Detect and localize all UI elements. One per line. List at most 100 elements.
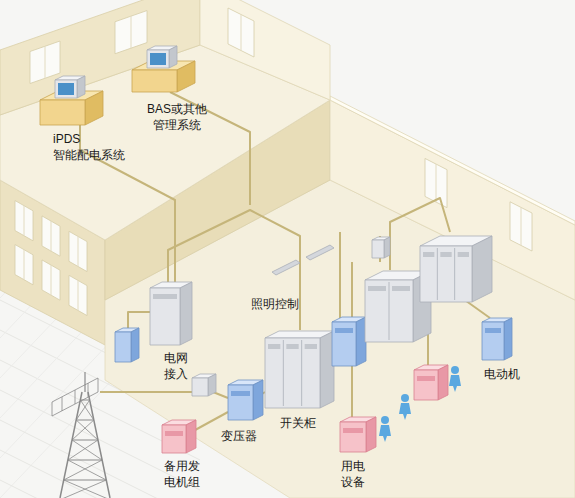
- window-mullion: [24, 250, 25, 280]
- load-side: [366, 417, 376, 452]
- person-body: [399, 403, 411, 420]
- person-body: [379, 425, 391, 442]
- switchgear-panel: [305, 344, 317, 349]
- cabinet-door-line: [437, 248, 438, 300]
- wire: [100, 391, 192, 393]
- ground-grid: [0, 420, 200, 498]
- ground-grid: [0, 450, 200, 498]
- sensor-box-side: [384, 237, 390, 258]
- cabinet-side: [180, 282, 192, 345]
- desk-front: [132, 70, 177, 92]
- meter-front: [192, 378, 208, 396]
- switchgear-door-line: [301, 340, 302, 406]
- tower-leg: [60, 392, 82, 498]
- cabinet-panel: [335, 328, 353, 333]
- person-head: [401, 394, 409, 402]
- desk-side: [85, 91, 103, 125]
- cabinet-front: [150, 288, 180, 345]
- tower-bar: [64, 480, 107, 481]
- generator-front: [162, 425, 186, 453]
- window: [15, 201, 33, 241]
- device-label: 电动机: [483, 366, 521, 382]
- tower-bar: [68, 460, 102, 461]
- wire: [80, 122, 175, 285]
- antenna: [75, 390, 76, 404]
- person-head: [381, 416, 389, 424]
- light-tube: [272, 260, 300, 275]
- upper-wall: [200, 0, 330, 100]
- window-mullion: [131, 16, 132, 48]
- window: [15, 245, 33, 285]
- switchgear-panel: [268, 344, 280, 349]
- wall-cap: [330, 96, 575, 225]
- load-front: [340, 422, 366, 452]
- tower-bar: [76, 420, 94, 421]
- antenna: [62, 397, 63, 411]
- window-mullion: [24, 206, 25, 236]
- tower-brace: [68, 440, 98, 460]
- window-mullion: [45, 46, 46, 78]
- window: [115, 11, 147, 54]
- cabinet-front: [332, 322, 356, 366]
- cabinet-panel: [392, 286, 410, 291]
- monitor-side: [77, 76, 85, 98]
- cabinet-front: [420, 246, 472, 302]
- transformer-side: [253, 380, 263, 420]
- sensor-box-front: [372, 240, 384, 258]
- window-mullion: [241, 15, 242, 51]
- load-front: [414, 370, 438, 400]
- desk-front: [40, 100, 85, 125]
- cabinet-side: [472, 236, 492, 302]
- cabinet-panel: [423, 252, 434, 257]
- window-mullion: [78, 236, 79, 266]
- tower-brace: [80, 400, 93, 420]
- person-body: [449, 375, 461, 392]
- generator-panel: [165, 431, 183, 436]
- tower-bar: [72, 440, 98, 441]
- device-label: 用电 设备: [340, 458, 366, 490]
- device-label: 变压器: [220, 428, 258, 444]
- cabinet-panel: [458, 252, 469, 257]
- switchgear-door-line: [283, 340, 284, 406]
- window: [42, 260, 60, 300]
- cabinet-panel: [440, 252, 451, 257]
- tower-brace: [60, 480, 107, 498]
- grid-box-front: [115, 332, 131, 362]
- person-head: [451, 366, 459, 374]
- meter-side: [208, 374, 216, 396]
- light-tube: [306, 245, 334, 260]
- switchgear-front: [265, 338, 320, 408]
- tower-brace: [64, 460, 102, 480]
- motor-panel: [485, 328, 501, 333]
- transformer-panel: [231, 391, 250, 396]
- window: [69, 231, 87, 271]
- tower-mast: [84, 372, 85, 392]
- window: [228, 8, 254, 57]
- window: [69, 275, 87, 315]
- window: [510, 202, 532, 251]
- antenna: [88, 383, 89, 397]
- switchgear-panel: [286, 344, 298, 349]
- tower-brace: [76, 400, 89, 420]
- monitor-front: [147, 50, 169, 68]
- tower-brace: [68, 460, 106, 480]
- wire: [128, 312, 150, 330]
- load-panel: [343, 428, 363, 433]
- window: [30, 41, 60, 84]
- device-label: 备用发 电机组: [163, 458, 201, 490]
- window: [42, 216, 60, 256]
- device-label: BAS或其他 管理系统: [146, 101, 208, 133]
- window-mullion: [51, 221, 52, 251]
- monitor-front: [55, 80, 77, 98]
- cabinet-front: [365, 280, 413, 342]
- device-label: 电网 接入: [163, 350, 189, 382]
- generator-side: [186, 420, 196, 453]
- cabinet-panel: [368, 286, 386, 291]
- cabinet-door-line: [389, 282, 390, 340]
- tower-brace: [72, 440, 102, 460]
- window-mullion: [51, 265, 52, 295]
- motor-front: [482, 322, 504, 360]
- cabinet-panel: [153, 294, 177, 299]
- device-label: iPDS 智能配电系统: [52, 131, 126, 163]
